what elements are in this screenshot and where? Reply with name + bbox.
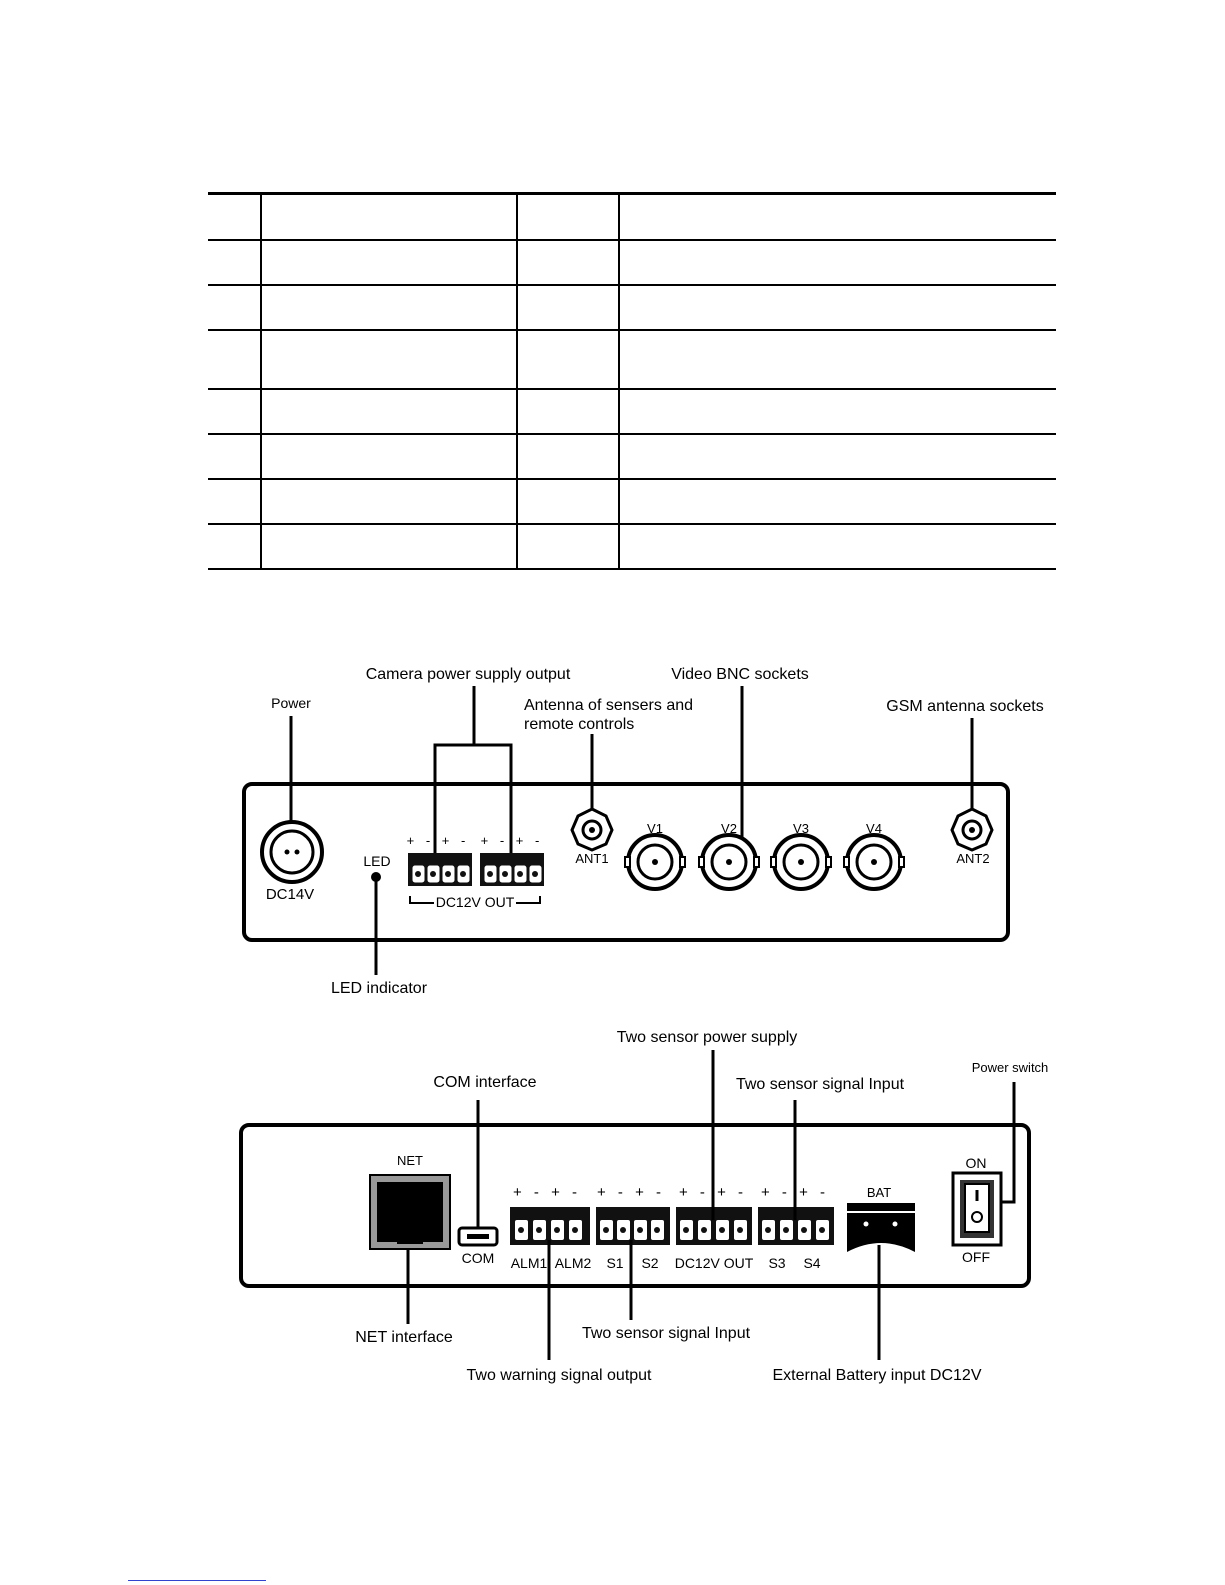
dc12v-out-label: DC12V OUT <box>436 894 515 910</box>
s2-label: S2 <box>641 1255 658 1271</box>
ant2-socket <box>950 807 994 852</box>
polarity-label: + - + - <box>481 833 544 848</box>
s1-label: S1 <box>606 1255 623 1271</box>
v3-bnc-socket <box>770 833 832 891</box>
on-label: ON <box>966 1155 987 1171</box>
net-rj45-port <box>369 1174 451 1250</box>
com-interface-callout: COM interface <box>433 1074 536 1091</box>
gsm-antenna-callout: GSM antenna sockets <box>886 698 1043 715</box>
two-warning-callout: Two warning signal output <box>467 1367 653 1384</box>
v2-label: V2 <box>721 821 737 836</box>
spec-table <box>208 192 1056 570</box>
camera-power-callout: Camera power supply output <box>366 666 571 683</box>
two-sensor-signal-callout: Two sensor signal Input <box>736 1076 905 1093</box>
polarity-label: + - + - <box>407 833 470 848</box>
table-row <box>208 240 1056 286</box>
external-battery-callout: External Battery input DC12V <box>773 1367 982 1384</box>
antenna-callout: remote controls <box>524 716 634 733</box>
polarity-label: + - + - <box>679 1184 747 1201</box>
s4-label: S4 <box>803 1255 820 1271</box>
antenna-callout: Antenna of sensers and <box>524 697 693 714</box>
dc14v-power-socket <box>260 820 324 884</box>
v3-label: V3 <box>793 821 809 836</box>
s3-label: S3 <box>768 1255 785 1271</box>
two-sensor-power-callout: Two sensor power supply <box>617 1029 798 1046</box>
battery-connector <box>847 1203 915 1252</box>
footnote-separator <box>128 1580 266 1581</box>
led-label: LED <box>363 853 390 869</box>
table-row <box>208 479 1056 525</box>
two-sensor-signal-callout: Two sensor signal Input <box>582 1325 751 1342</box>
table-row <box>208 192 1056 241</box>
net-label: NET <box>397 1153 423 1168</box>
power-toggle-switch[interactable] <box>951 1171 1003 1247</box>
table-row <box>208 434 1056 480</box>
rear-panel-diagram: NET NET interface COM interface COM + - … <box>239 1029 1049 1384</box>
led-icon <box>371 872 381 882</box>
table-row <box>208 285 1056 331</box>
led-indicator-callout: LED indicator <box>331 980 428 997</box>
v4-bnc-socket <box>843 833 905 891</box>
alm2-label: ALM2 <box>555 1255 592 1271</box>
com-label: COM <box>462 1250 495 1266</box>
polarity-label: + - + - <box>761 1184 829 1201</box>
v1-label: V1 <box>647 821 663 836</box>
table-row <box>208 330 1056 390</box>
polarity-label: + - + - <box>597 1184 665 1201</box>
polarity-label: + - + - <box>513 1184 581 1201</box>
table-row <box>208 389 1056 435</box>
ant1-label: ANT1 <box>575 851 608 866</box>
camera-power-terminal-block <box>408 853 544 886</box>
table-row <box>208 524 1056 570</box>
dc14v-label: DC14V <box>266 886 314 903</box>
v2-bnc-socket <box>698 833 760 891</box>
ant1-socket <box>570 807 614 852</box>
v1-bnc-socket <box>624 833 686 891</box>
video-bnc-callout: Video BNC sockets <box>671 666 809 683</box>
alm1-label: ALM1 <box>511 1255 548 1271</box>
bat-label: BAT <box>867 1185 891 1200</box>
ant2-label: ANT2 <box>956 851 989 866</box>
power-switch-callout: Power switch <box>972 1060 1049 1075</box>
com-usb-port <box>457 1226 499 1247</box>
v4-label: V4 <box>866 821 882 836</box>
dc12v-out-label: DC12V OUT <box>675 1255 754 1271</box>
off-label: OFF <box>962 1249 990 1265</box>
net-interface-callout: NET interface <box>355 1329 453 1346</box>
power-callout: Power <box>271 695 311 711</box>
front-panel-diagram: Power DC14V LED LED indicator Camera pow… <box>242 666 1044 997</box>
